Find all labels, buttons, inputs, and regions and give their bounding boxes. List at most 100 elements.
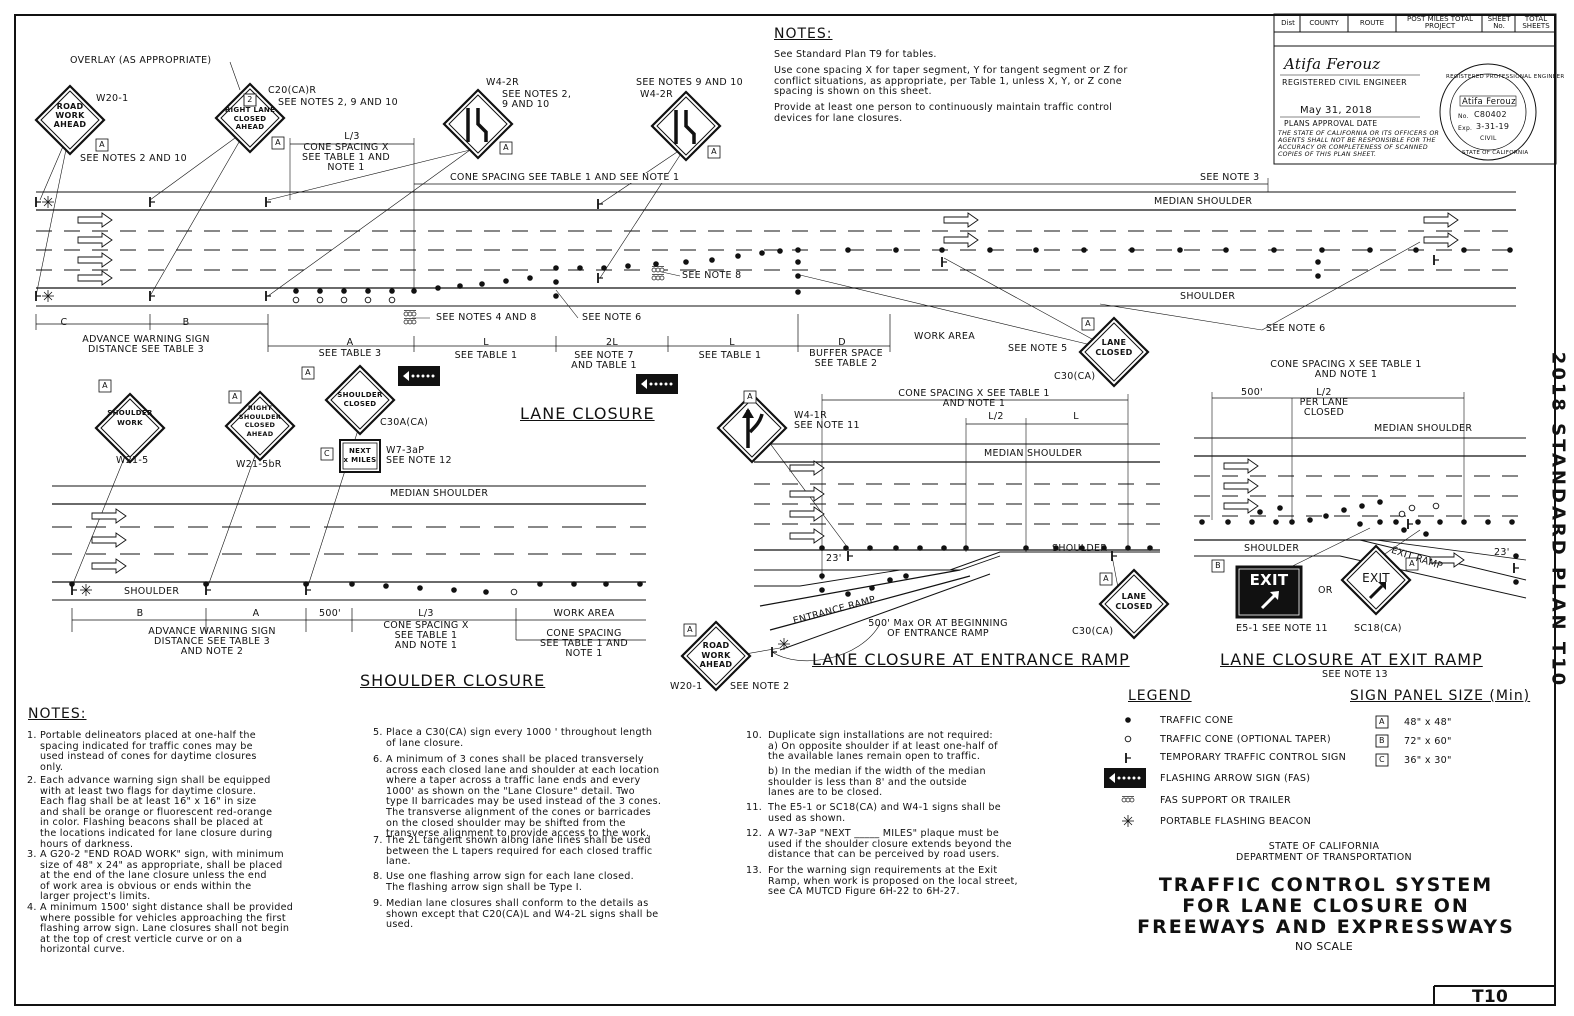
sign-text-next-x-miles: NEXT x MILES <box>343 447 377 464</box>
heading-lane-closure: LANE CLOSURE <box>520 404 655 423</box>
engineer-signature: Atifa Ferouz <box>1284 55 1381 73</box>
subheading-exit-ramp: SEE NOTE 13 <box>1322 669 1388 680</box>
label-dim-c: C <box>60 317 68 328</box>
label-xr-l2: L/2 PER LANE CLOSED <box>1299 387 1349 418</box>
general-notes-title: NOTES: <box>28 706 87 722</box>
sign-text-exit-sc18: EXIT <box>1362 571 1390 585</box>
plan-id-box <box>1433 985 1556 1006</box>
sign-w4-2r-b <box>650 90 722 162</box>
engineer-seal <box>1439 63 1537 161</box>
tb-header-dist: Dist <box>1281 19 1295 27</box>
panel-letter-a-11: A <box>687 625 693 634</box>
general-note-11: 11.The E5-1 or SC18(CA) and W4-1 signs s… <box>746 802 1001 824</box>
label-dim-a: A <box>346 337 354 348</box>
legend-item-temp-sign: TEMPORARY TRAFFIC CONTROL SIGN <box>1160 752 1347 763</box>
legend-item-optional-cone: TRAFFIC CONE (OPTIONAL TAPER) <box>1160 734 1331 745</box>
label-w21-5: W21-5 <box>116 455 149 466</box>
sign-exit-sc18 <box>1340 544 1412 616</box>
label-see-notes-4-8: SEE NOTES 4 AND 8 <box>436 312 537 323</box>
panel-letter-a-10: A <box>1103 574 1109 583</box>
label-l3: L/3 <box>344 131 360 142</box>
sign-text-c20-plate: 2 <box>247 95 253 104</box>
label-w4-1r: W4-1R <box>794 410 828 421</box>
label-dim-2l: 2L <box>606 337 618 348</box>
label-er-median-shoulder: MEDIAN SHOULDER <box>984 448 1083 459</box>
label-w20-1: W20-1 <box>96 93 129 104</box>
sign-panel-key-a: A <box>1379 717 1385 726</box>
label-see-table-1-b: SEE TABLE 1 <box>698 350 762 361</box>
plan-sheet <box>14 14 1556 1006</box>
sign-w4-1r <box>716 392 788 464</box>
approval-date: May 31, 2018 <box>1300 105 1372 116</box>
seal-name: Atifa Ferouz <box>1462 97 1516 107</box>
sign-exit-e5-1 <box>1235 565 1303 619</box>
label-work-area: WORK AREA <box>914 331 976 342</box>
label-c30: C30(CA) <box>1054 371 1096 382</box>
panel-letter-a-4: A <box>711 147 717 156</box>
general-note-1: 1.Portable delineators placed at one-hal… <box>27 730 257 773</box>
label-sc-cone-spacing: CONE SPACING SEE TABLE 1 AND NOTE 1 <box>540 628 628 659</box>
engineer-caption: REGISTERED CIVIL ENGINEER <box>1282 78 1408 87</box>
label-er-l: L <box>1073 411 1079 422</box>
label-w4-2r-b: W4-2R <box>640 89 674 100</box>
panel-letter-b-1: B <box>1215 561 1221 570</box>
general-note-3: 3.A G20-2 "END ROAD WORK" sign, with min… <box>27 849 284 903</box>
sign-text-right-lane-closed-ahead: RIGHT LANE CLOSED AHEAD <box>224 106 276 131</box>
label-w21-5br: W21-5bR <box>236 459 282 470</box>
label-w7-3ap: W7-3aP <box>386 445 425 456</box>
label-er-23: 23' <box>826 553 842 564</box>
label-see-note-3: SEE NOTE 3 <box>1200 172 1260 183</box>
label-xr-or: OR <box>1318 585 1333 596</box>
label-sc-dim-a: A <box>252 608 260 619</box>
label-er-max500: 500' Max OR AT BEGINNING OF ENTRANCE RAM… <box>868 618 1008 639</box>
tb-header-postmiles: POST MILES TOTAL PROJECT <box>1407 15 1473 30</box>
sign-text-exit-e5-1: EXIT <box>1249 571 1289 589</box>
plan-title-line-1: TRAFFIC CONTROL SYSTEM <box>1158 874 1494 896</box>
general-note-9: 9.Median lane closures shall conform to … <box>373 898 659 931</box>
general-note-10b: b) In the median if the width of the med… <box>768 766 986 799</box>
panel-letter-a-2: A <box>275 138 281 147</box>
label-see-note-6-a: SEE NOTE 6 <box>582 312 642 323</box>
label-see-note-12: SEE NOTE 12 <box>386 455 452 466</box>
sign-text-lane-closed-1: LANE CLOSED <box>1095 338 1133 357</box>
legend-item-traffic-cone: TRAFFIC CONE <box>1160 715 1234 726</box>
label-sc-dim-500: 500' <box>319 608 341 619</box>
general-note-10: 10.Duplicate sign installations are not … <box>746 730 998 763</box>
sign-panel-boxes <box>1375 715 1389 767</box>
disclaimer: THE STATE OF CALIFORNIA OR ITS OFFICERS … <box>1278 130 1440 158</box>
tb-header-sheet: SHEET No. <box>1487 15 1511 30</box>
exit-ramp-roadway <box>1194 392 1527 599</box>
shoulder-closure-markers <box>69 508 643 597</box>
label-cone-spacing-x: CONE SPACING X SEE TABLE 1 AND NOTE 1 <box>302 142 390 173</box>
label-er-w20-1: W20-1 <box>670 681 703 692</box>
label-see-note-11: SEE NOTE 11 <box>794 420 860 431</box>
sign-text-road-work-ahead-1: ROAD WORK AHEAD <box>53 102 87 129</box>
legend-item-fas: FLASHING ARROW SIGN (FAS) <box>1160 773 1311 784</box>
seal-number: C80402 <box>1474 110 1507 119</box>
label-overlay: OVERLAY (AS APPROPRIATE) <box>70 55 212 66</box>
panel-letter-a-9: A <box>747 392 753 401</box>
top-note-2: Use cone spacing X for taper segment, Y … <box>774 65 1128 98</box>
label-sc-adv-warning: ADVANCE WARNING SIGN DISTANCE SEE TABLE … <box>148 626 276 657</box>
label-c20: C20(CA)R <box>268 85 317 96</box>
sidebar-label: 2018 STANDARD PLAN T10 <box>1548 350 1569 690</box>
top-notes-title: NOTES: <box>774 26 833 42</box>
agency-dept: DEPARTMENT OF TRANSPORTATION <box>1236 852 1412 863</box>
heading-exit-ramp: LANE CLOSURE AT EXIT RAMP <box>1220 650 1483 669</box>
panel-letter-a-12: A <box>1409 559 1415 568</box>
general-note-5: 5.Place a C30(CA) sign every 1000 ' thro… <box>373 727 653 749</box>
label-dim-l-1: L <box>483 337 489 348</box>
label-c30a: C30A(CA) <box>380 417 429 428</box>
sign-panel-key-b: B <box>1379 736 1385 745</box>
general-note-2: 2.Each advance warning sign shall be equ… <box>27 775 273 850</box>
sign-shoulder-work <box>94 392 166 464</box>
sign-panel-size-b: 72" x 60" <box>1404 736 1452 747</box>
top-note-1: See Standard Plan T9 for tables. <box>774 49 937 60</box>
sign-panel-key-c: C <box>1379 755 1385 764</box>
legend-item-fas-support: FAS SUPPORT OR TRAILER <box>1160 795 1291 806</box>
sign-text-lane-closed-2: LANE CLOSED <box>1115 592 1153 611</box>
label-buffer: BUFFER SPACE SEE TABLE 2 <box>809 348 883 369</box>
label-xr-23: 23' <box>1494 547 1510 558</box>
label-er-see-note-2: SEE NOTE 2 <box>730 681 790 692</box>
